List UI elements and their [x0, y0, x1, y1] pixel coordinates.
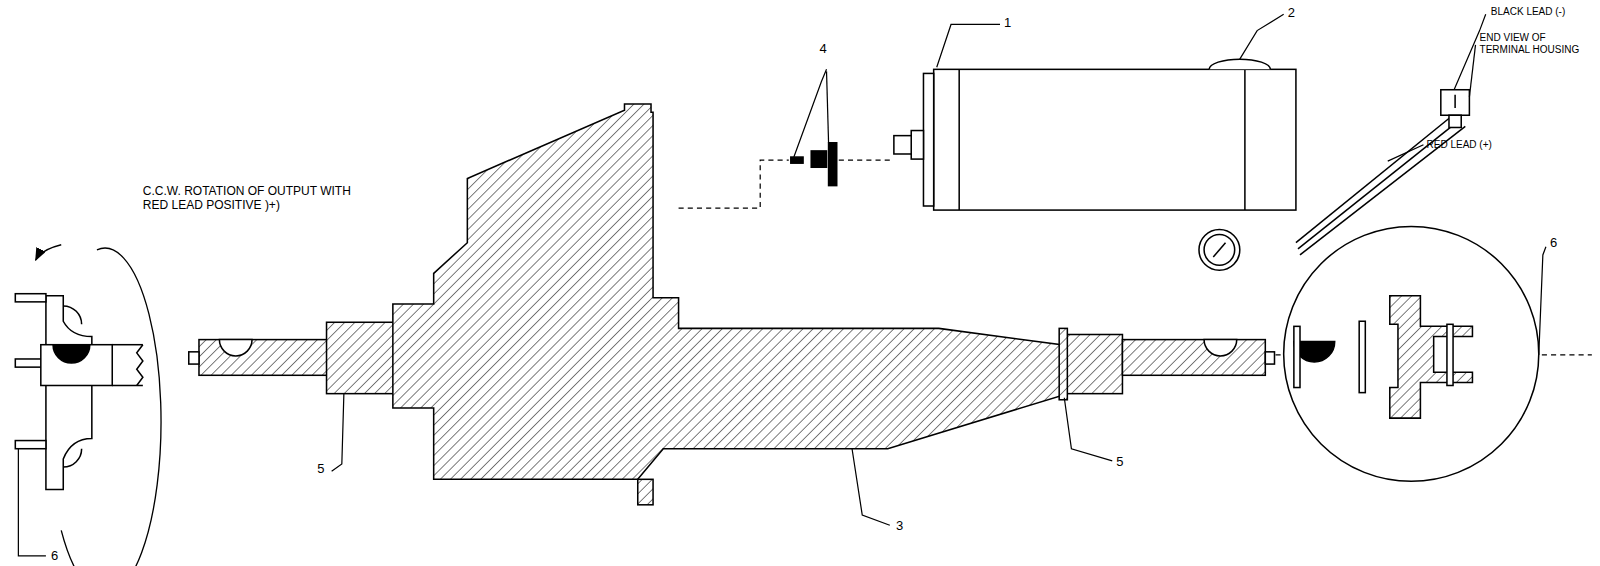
callout-number: 6: [1550, 235, 1557, 251]
callout-number: 5: [317, 461, 324, 477]
rotation-note: C.C.W. ROTATION OF OUTPUT WITH RED LEAD …: [143, 184, 367, 212]
callout-number: 6: [51, 548, 58, 564]
note-label: END VIEW OF TERMINAL HOUSING: [1480, 32, 1582, 56]
callout-number: 5: [1116, 454, 1123, 470]
callout-number: 3: [896, 518, 903, 534]
callout-number: 4: [819, 41, 826, 57]
callout-number: 1: [1004, 15, 1011, 31]
lead-label: RED LEAD (+): [1427, 139, 1492, 151]
lead-label: BLACK LEAD (-): [1491, 6, 1565, 18]
callout-number: 2: [1288, 5, 1295, 21]
